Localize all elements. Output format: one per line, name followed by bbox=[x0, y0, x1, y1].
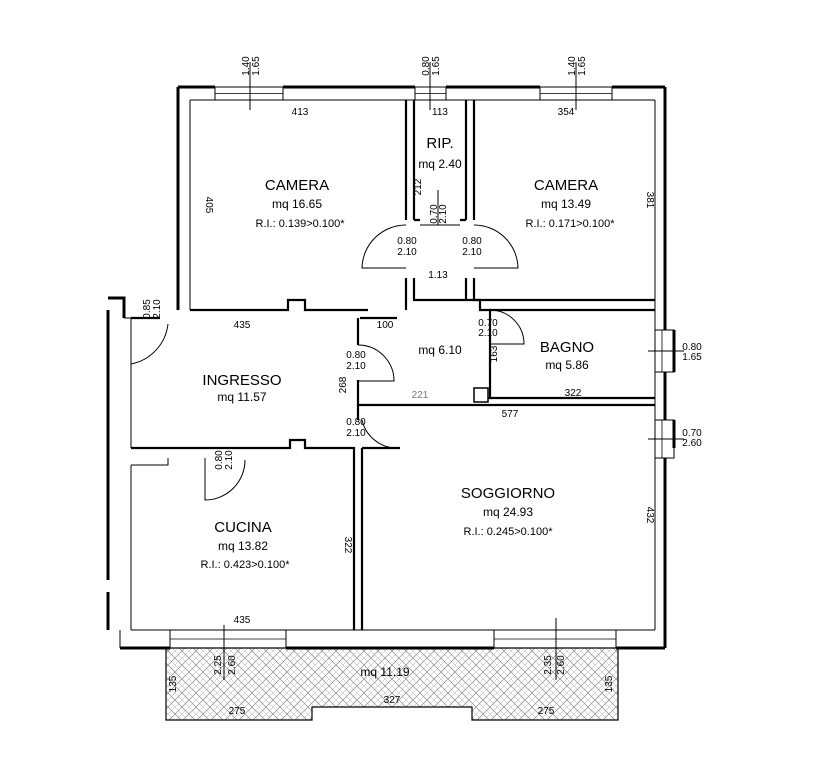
w5-height: 2.60 bbox=[682, 438, 702, 449]
doors bbox=[130, 190, 525, 501]
w5-width: 0.70 bbox=[682, 428, 702, 439]
door3-width: 0.80 bbox=[462, 236, 482, 247]
w4-height: 1.65 bbox=[682, 352, 702, 363]
dim-435-top: 435 bbox=[234, 320, 251, 331]
door3-height: 2.10 bbox=[462, 247, 482, 258]
dim-100: 100 bbox=[377, 320, 394, 331]
dim-113: 113 bbox=[432, 107, 448, 118]
dimension-labels: 413 113 354 405 212 381 1.13 435 100 163… bbox=[168, 107, 655, 717]
cucina-area: mq 13.82 bbox=[218, 539, 268, 553]
door8-width: 0.80 bbox=[214, 450, 225, 470]
dim-435-bottom: 435 bbox=[234, 615, 251, 626]
camera-right-area: mq 13.49 bbox=[541, 197, 591, 211]
bagno-name: BAGNO bbox=[540, 339, 594, 356]
dim-163: 163 bbox=[489, 345, 500, 362]
dim-327: 327 bbox=[384, 695, 401, 706]
room-labels: CAMERA mq 16.65 R.I.: 0.139>0.100* RIP. … bbox=[201, 135, 616, 679]
door4-height: 2.10 bbox=[152, 299, 163, 319]
camera-left-name: CAMERA bbox=[265, 177, 329, 194]
bagno-area: mq 5.86 bbox=[545, 358, 589, 372]
rip-area: mq 2.40 bbox=[418, 157, 462, 171]
ingresso-area: mq 11.57 bbox=[217, 390, 266, 404]
dim-275-left: 275 bbox=[229, 706, 246, 717]
soggiorno-ri: R.I.: 0.245>0.100* bbox=[464, 526, 554, 538]
w1-height: 1.65 bbox=[251, 56, 262, 76]
door5-width: 0.70 bbox=[478, 318, 498, 329]
cucina-name: CUCINA bbox=[214, 519, 272, 536]
window-markers bbox=[223, 62, 684, 680]
dim-413: 413 bbox=[292, 107, 309, 118]
camera-left-ri: R.I.: 0.139>0.100* bbox=[256, 218, 346, 230]
w3-height: 1.65 bbox=[577, 56, 588, 76]
door7-height: 2.10 bbox=[346, 428, 366, 439]
balcony-hatch bbox=[165, 647, 619, 721]
dim-322-cucina: 322 bbox=[342, 537, 353, 554]
opening-labels: 1.40 1.65 0.80 1.65 1.40 1.65 0.80 2.10 … bbox=[142, 56, 702, 675]
w2-height: 1.65 bbox=[431, 56, 442, 76]
rip-name: RIP. bbox=[426, 135, 453, 152]
cucina-ri: R.I.: 0.423>0.100* bbox=[201, 559, 291, 571]
soggiorno-name: SOGGIORNO bbox=[461, 485, 555, 502]
dim-577: 577 bbox=[502, 409, 519, 420]
soggiorno-area: mq 24.93 bbox=[483, 505, 533, 519]
dim-221: 221 bbox=[412, 390, 429, 401]
inner-walls bbox=[131, 100, 655, 630]
dim-135-left: 135 bbox=[168, 675, 179, 692]
pillar bbox=[473, 387, 489, 403]
balcone-area: mq 11.19 bbox=[360, 665, 409, 679]
door1-height: 2.10 bbox=[397, 247, 417, 258]
door6-height: 2.10 bbox=[346, 361, 366, 372]
dim-381: 381 bbox=[644, 192, 655, 209]
disimpegno-area: mq 6.10 bbox=[418, 343, 462, 357]
w6-width: 2.25 bbox=[213, 655, 224, 675]
door2-height: 2.10 bbox=[438, 204, 449, 224]
w1-width: 1.40 bbox=[241, 56, 252, 76]
door2-width: 0.70 bbox=[429, 204, 440, 224]
w3-width: 1.40 bbox=[567, 56, 578, 76]
door5-height: 2.10 bbox=[478, 328, 498, 339]
dim-135-right: 135 bbox=[604, 675, 615, 692]
dim-1-13: 1.13 bbox=[428, 270, 448, 281]
door4-width: 0.85 bbox=[142, 299, 153, 319]
camera-right-ri: R.I.: 0.171>0.100* bbox=[526, 218, 616, 230]
dim-275-right: 275 bbox=[538, 706, 555, 717]
w4-width: 0.80 bbox=[682, 342, 702, 353]
door1-width: 0.80 bbox=[397, 236, 417, 247]
camera-right-name: CAMERA bbox=[534, 177, 598, 194]
dim-432: 432 bbox=[644, 507, 655, 524]
door7-width: 0.80 bbox=[346, 417, 366, 428]
w7-height: 2.60 bbox=[556, 655, 567, 675]
dim-268: 268 bbox=[338, 376, 349, 393]
dim-212: 212 bbox=[413, 178, 424, 195]
dim-405: 405 bbox=[203, 197, 214, 214]
dim-322-bagno: 322 bbox=[565, 388, 582, 399]
ingresso-name: INGRESSO bbox=[202, 372, 281, 389]
w6-height: 2.60 bbox=[227, 655, 238, 675]
door6-width: 0.80 bbox=[346, 350, 366, 361]
w2-width: 0.80 bbox=[421, 56, 432, 76]
w7-width: 2.35 bbox=[543, 655, 554, 675]
door8-height: 2.10 bbox=[224, 450, 235, 470]
dim-354: 354 bbox=[558, 107, 575, 118]
camera-left-area: mq 16.65 bbox=[272, 197, 322, 211]
